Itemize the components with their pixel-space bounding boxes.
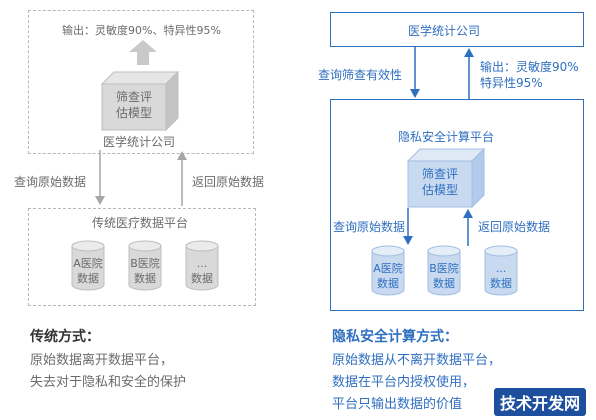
right-query-effect-arrow-icon xyxy=(410,47,420,98)
left-db-b-label: B医院 数据 xyxy=(130,257,160,285)
left-return-arrow-icon xyxy=(177,151,187,206)
right-db-c-icon xyxy=(484,245,518,296)
left-heading: 传统方式： xyxy=(30,329,100,345)
right-query-effect-label: 查询筛查有效性 xyxy=(318,68,403,82)
left-db-b-icon xyxy=(128,240,162,291)
right-query-arrow-icon xyxy=(403,208,413,245)
left-platform-label: 传统医疗数据平台 xyxy=(92,216,189,230)
left-db-c-icon xyxy=(185,240,219,291)
right-platform-label: 隐私安全计算平台 xyxy=(398,130,495,144)
right-return-label: 返回原始数据 xyxy=(478,220,551,234)
left-db-c-label: ... 数据 xyxy=(191,257,213,285)
right-platform-container xyxy=(330,99,584,311)
right-db-a-icon xyxy=(371,245,405,296)
left-body-line-2: 失去对于隐私和安全的保护 xyxy=(30,375,187,390)
left-body-line-1: 原始数据离开数据平台， xyxy=(30,353,174,368)
right-db-b-icon xyxy=(427,245,461,296)
right-heading: 隐私安全计算方式： xyxy=(332,329,458,345)
left-company-label: 医学统计公司 xyxy=(103,135,176,149)
left-platform-container xyxy=(28,208,256,306)
left-top-container xyxy=(28,10,254,154)
right-company-label: 医学统计公司 xyxy=(408,24,481,38)
left-model-label: 筛查评 估模型 xyxy=(115,90,152,120)
watermark-logo: 技术开发网 xyxy=(493,388,586,416)
left-db-a-label: A医院 数据 xyxy=(73,257,103,285)
right-output-arrow-icon xyxy=(464,48,474,99)
right-model-label: 筛查评 估模型 xyxy=(421,167,458,197)
right-db-b-label: B医院 数据 xyxy=(429,262,459,290)
right-body-line-2: 数据在平台内授权使用， xyxy=(332,375,476,390)
output-arrow-icon xyxy=(129,40,157,65)
right-query-label: 查询原始数据 xyxy=(333,220,406,234)
right-db-a-label: A医院 数据 xyxy=(373,262,403,290)
right-db-c-label: ... 数据 xyxy=(490,262,512,290)
right-return-arrow-icon xyxy=(463,209,473,246)
right-body-line-3: 平台只输出数据的价值 xyxy=(332,397,463,412)
right-model-cube-icon xyxy=(406,147,486,209)
left-return-label: 返回原始数据 xyxy=(192,175,265,189)
left-model-cube-icon xyxy=(100,70,180,132)
left-db-a-icon xyxy=(71,240,105,291)
right-company-box xyxy=(330,12,584,47)
right-body-line-1: 原始数据从不离开数据平台， xyxy=(332,353,502,368)
left-output-text: 输出：灵敏度90%、特异性95% xyxy=(62,24,221,37)
left-query-label: 查询原始数据 xyxy=(14,175,87,189)
left-query-arrow-icon xyxy=(95,150,105,205)
right-output-text: 输出：灵敏度90% 特异性95% xyxy=(480,60,579,90)
